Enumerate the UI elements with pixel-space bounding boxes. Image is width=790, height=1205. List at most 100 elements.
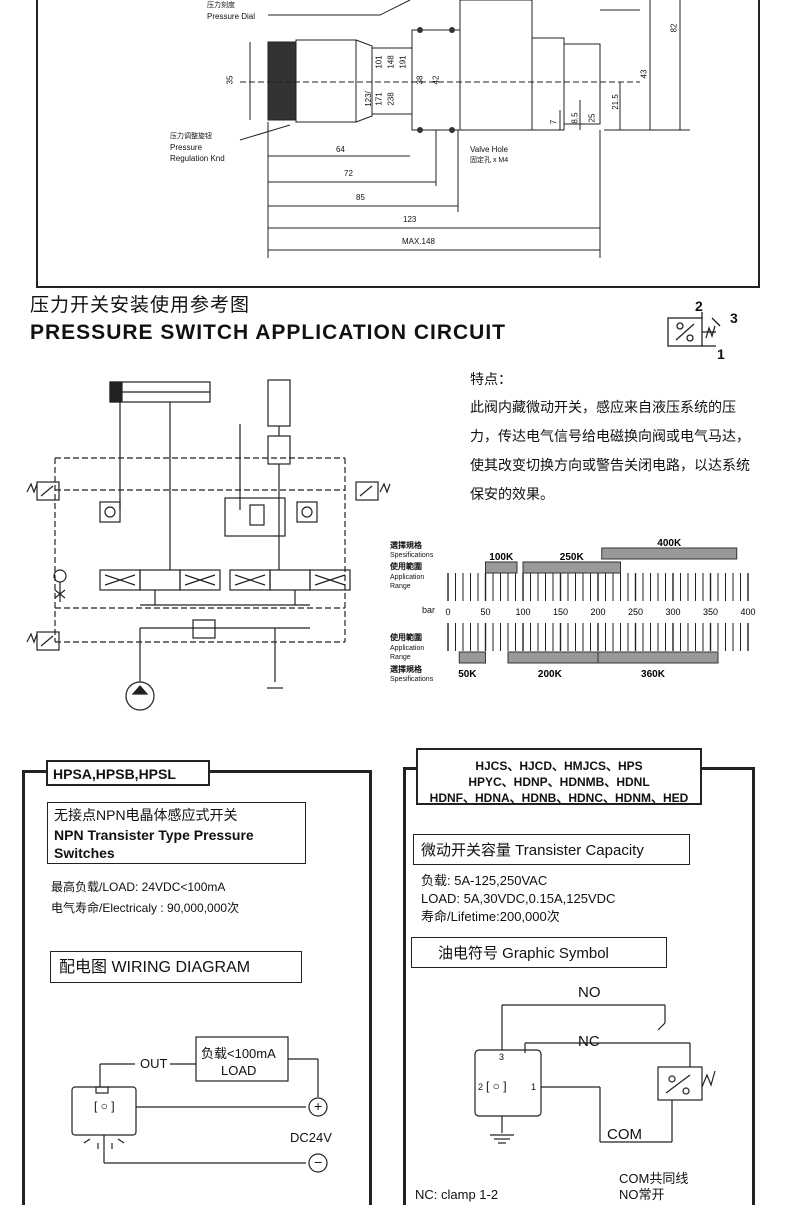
- top-spec-cn: 選擇規格: [390, 541, 422, 550]
- top-spec-bar: [601, 547, 738, 560]
- tick-label: 350: [703, 607, 718, 617]
- hydraulic-circuit-diagram: [53, 379, 351, 711]
- dim-8-5: 8.5: [570, 112, 580, 124]
- wiring-title-box: 配电图 WIRING DIAGRAM: [50, 951, 302, 983]
- features-title: 特点：: [470, 371, 512, 387]
- top-spec-bar: [522, 561, 621, 574]
- dim-72: 72: [344, 169, 353, 178]
- tick-label: 200: [590, 607, 605, 617]
- top-spec-label: 100K: [489, 552, 514, 563]
- tick-label: 400: [740, 607, 755, 617]
- models-line2: HPYC、HDNP、HDNMB、HDNL: [468, 775, 650, 789]
- symbol-title-box: 油电符号 Graphic Symbol: [411, 937, 667, 968]
- models-line1: HJCS、HJCD、HMJCS、HPS: [475, 759, 643, 773]
- dim-64: 64: [336, 145, 345, 154]
- bot-app-en2: Range: [390, 654, 411, 661]
- npn-type-en1: NPN Transister Type Pressure: [54, 827, 254, 843]
- axis-label: bar: [422, 605, 436, 615]
- connector-left-bracket: [ ○ ]: [94, 1099, 115, 1113]
- bottom-spec-bar: [597, 651, 719, 664]
- dim-123-width: 123: [403, 215, 417, 224]
- dim-171: 171: [374, 92, 384, 106]
- load-box-line2: LOAD: [221, 1063, 257, 1078]
- range-chart: 選擇規格 Spesifications 使用範圍 Application Ran…: [388, 535, 760, 690]
- plus-terminal: +: [314, 1098, 323, 1114]
- wiring-diagram: [71, 1036, 328, 1173]
- bot-app-en1: Application: [390, 645, 425, 652]
- graphic-symbol-diagram: [474, 1004, 716, 1144]
- bottom-spec-bar: [507, 651, 603, 664]
- dim-123: 123/: [363, 91, 373, 107]
- top-spec-bar: [485, 561, 518, 574]
- dim-238: 238: [386, 92, 396, 106]
- dim-max-148: MAX.148: [402, 237, 435, 246]
- regulation-knob-en2: Regulation Knd: [170, 154, 225, 163]
- label-nc: NC: [578, 1033, 600, 1050]
- dim-25: 25: [587, 113, 597, 123]
- circuit-switch-left-top: [26, 481, 60, 501]
- dimension-drawing: [239, 0, 690, 258]
- minus-terminal: −: [314, 1154, 323, 1170]
- capacity-title: 微动开关容量 Transister Capacity: [421, 842, 644, 859]
- label-no: NO: [578, 984, 601, 1001]
- section-title-cn: 压力开关安装使用参考图: [30, 295, 251, 316]
- wiring-title: 配电图 WIRING DIAGRAM: [59, 959, 251, 976]
- top-spec-label: 400K: [657, 538, 682, 549]
- pin-1: 1: [531, 1082, 537, 1092]
- capacity-load-en: LOAD: 5A,30VDC,0.15A,125VDC: [421, 891, 616, 906]
- bottom-spec-label: 360K: [641, 669, 666, 680]
- capacity-life: 寿命/Lifetime:200,000次: [421, 909, 560, 924]
- npn-type-en2: Switches: [54, 845, 115, 861]
- bot-spec-en: Spesifications: [390, 676, 434, 683]
- models-box: HJCS、HJCD、HMJCS、HPS HPYC、HDNP、HDNMB、HDNL…: [416, 748, 702, 805]
- valve-hole-en: Valve Hole: [470, 145, 509, 154]
- pressure-dial-cn: 压力刻度: [207, 2, 235, 9]
- dim-7: 7: [549, 119, 559, 125]
- dim-42: 42: [431, 75, 441, 85]
- npn-type-box: 无接点NPN电晶体感应式开关 NPN Transister Type Press…: [47, 802, 306, 864]
- top-spec-label: 250K: [560, 552, 585, 563]
- bottom-spec-label: 200K: [538, 669, 563, 680]
- pin-3: 3: [499, 1052, 505, 1062]
- wiring-out-label: OUT: [140, 1056, 168, 1071]
- dim-148: 148: [386, 55, 396, 69]
- switch-pin-2: 2: [695, 298, 703, 314]
- pressure-dial-en: Pressure Dial: [207, 12, 256, 21]
- dim-85: 85: [356, 193, 365, 202]
- dim-35: 35: [225, 75, 235, 85]
- npn-load: 最高负载/LOAD: 24VDC<100mA: [51, 880, 226, 894]
- circuit-switch-right-top: [355, 481, 391, 501]
- symbol-title: 油电符号 Graphic Symbol: [438, 945, 609, 962]
- connector-right-bracket: [ ○ ]: [486, 1079, 507, 1093]
- pressure-switch-symbol: [667, 312, 721, 347]
- valve-hole-cn: 固定孔 x M4: [470, 157, 509, 164]
- no-note: NO常开: [619, 1187, 665, 1202]
- top-spec-en: Spesifications: [390, 552, 434, 559]
- tick-label: 150: [553, 607, 568, 617]
- top-app-en1: Application: [390, 574, 425, 581]
- dim-82: 82: [669, 23, 679, 33]
- regulation-knob-en1: Pressure: [170, 143, 203, 152]
- dc24v-label: DC24V: [290, 1130, 332, 1145]
- bot-app-cn: 使用範圍: [390, 633, 422, 642]
- models-line3: HDNF、HDNA、HDNB、HDNC、HDNM、HED: [429, 791, 689, 805]
- left-panel-tag: HPSA,HPSB,HPSL: [46, 760, 210, 786]
- label-com: COM: [607, 1126, 642, 1143]
- tick-label: 300: [665, 607, 680, 617]
- nc-clamp-note: NC: clamp 1-2: [415, 1187, 499, 1202]
- switch-pin-1: 1: [717, 346, 725, 362]
- left-panel-tag-text: HPSA,HPSB,HPSL: [53, 766, 176, 782]
- load-box-line1: 负载<100mA: [201, 1046, 276, 1061]
- npn-type-cn: 无接点NPN电晶体感应式开关: [54, 807, 238, 823]
- dim-101: 101: [374, 55, 384, 69]
- dim-21-5: 21.5: [610, 94, 620, 110]
- tick-label: 250: [628, 607, 643, 617]
- circuit-switch-left-bottom: [26, 631, 60, 651]
- capacity-load-cn: 负载: 5A-125,250VAC: [421, 873, 548, 888]
- dim-38: 38: [415, 75, 425, 85]
- bottom-spec-bar: [458, 651, 486, 664]
- top-app-en2: Range: [390, 583, 411, 590]
- pin-2: 2: [478, 1082, 484, 1092]
- top-app-cn: 使用範圍: [390, 562, 422, 571]
